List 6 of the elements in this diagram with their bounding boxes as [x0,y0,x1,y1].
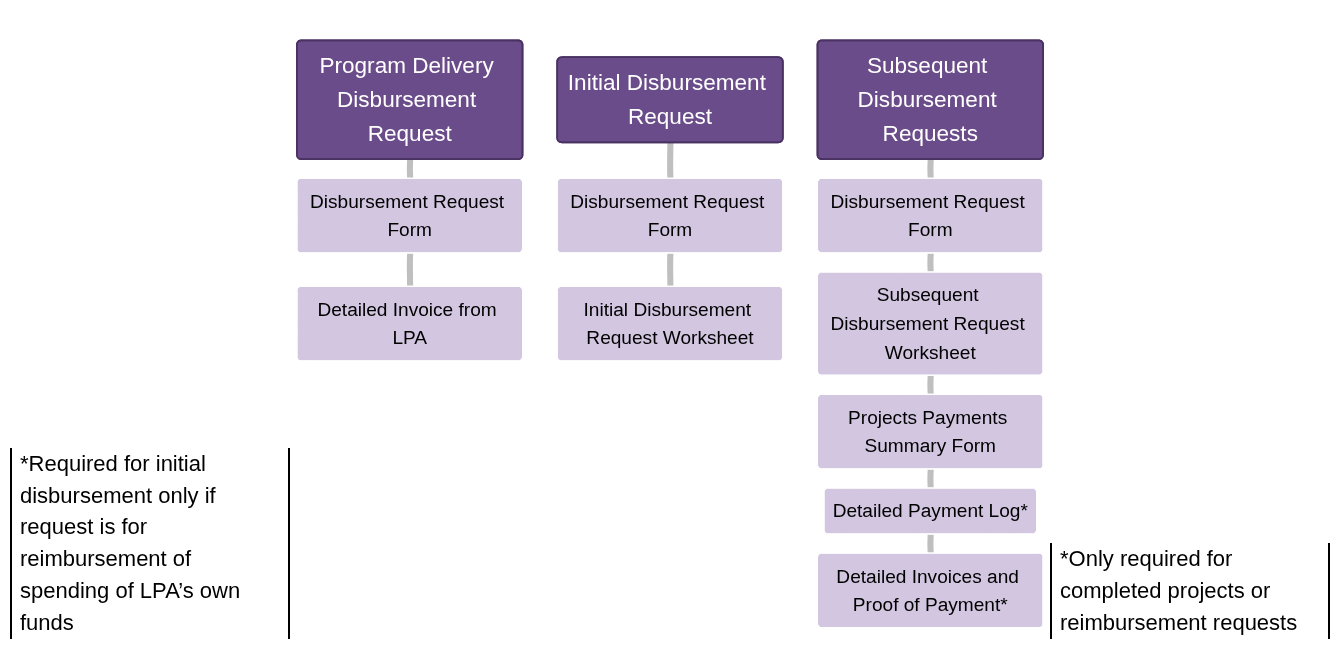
connector [667,251,674,287]
footnote: *Only required for completed projects or reimbursement requests [1050,543,1330,639]
connector [927,532,934,555]
connector [406,251,414,287]
connector [927,467,934,490]
footnote: *Required for initial disbursement only if request is for reimbursement of spending of LPA’s own funds [10,447,290,639]
